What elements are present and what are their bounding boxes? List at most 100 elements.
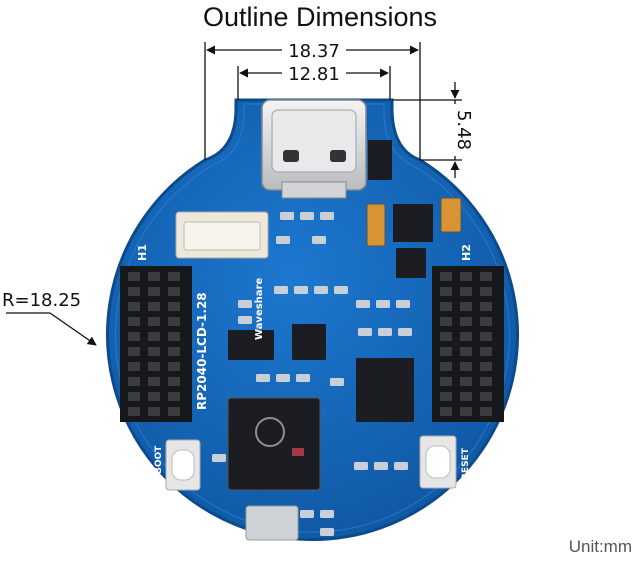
header-pin: [168, 287, 180, 296]
header-pin: [460, 407, 472, 416]
pad: [256, 374, 270, 382]
unit-label: Unit:mm: [568, 537, 632, 556]
header-pin: [440, 287, 452, 296]
pad: [330, 378, 344, 386]
header-h1-label: H1: [136, 244, 149, 261]
page-title: Outline Dimensions: [202, 2, 438, 32]
pad: [320, 212, 334, 220]
header-pin: [480, 287, 492, 296]
header-pin: [460, 347, 472, 356]
board-model-label: RP2040-LCD-1.28: [195, 292, 209, 410]
header-h1: [120, 266, 192, 422]
pad: [274, 286, 288, 294]
header-pin: [480, 347, 492, 356]
connector-width-value: 12.81: [288, 64, 340, 85]
pad: [276, 236, 290, 244]
header-pin: [128, 392, 140, 401]
dimension-radius: R=18.25: [2, 290, 97, 346]
header-pin: [460, 377, 472, 386]
header-pin: [168, 317, 180, 326]
header-pin: [480, 272, 492, 281]
pad: [212, 454, 226, 462]
header-h2-label: H2: [460, 244, 473, 261]
pad: [354, 462, 368, 470]
brand-label: Waveshare: [254, 278, 265, 340]
header-pin: [128, 302, 140, 311]
boot-label: BOOT: [154, 445, 164, 474]
small-chips: [228, 140, 462, 541]
outer-width-value: 18.37: [288, 41, 340, 62]
pad: [294, 286, 308, 294]
header-pin: [440, 272, 452, 281]
pad: [276, 374, 290, 382]
header-pin: [168, 407, 180, 416]
pad: [374, 462, 388, 470]
header-pin: [440, 392, 452, 401]
pad: [314, 286, 328, 294]
header-pin: [148, 362, 160, 371]
pad: [300, 510, 314, 518]
pad: [396, 300, 410, 308]
pad: [280, 212, 294, 220]
usb-c-connector: [261, 99, 367, 199]
pad: [394, 462, 408, 470]
header-pin: [480, 317, 492, 326]
header-pin: [128, 317, 140, 326]
pad: [358, 328, 372, 336]
header-pin: [168, 362, 180, 371]
pad: [398, 328, 412, 336]
battery-connector: [175, 211, 269, 259]
pad: [356, 300, 370, 308]
header-pin: [460, 392, 472, 401]
header-pin: [460, 272, 472, 281]
header-pin: [440, 347, 452, 356]
header-pin: [128, 287, 140, 296]
header-pin: [440, 377, 452, 386]
header-pin: [128, 377, 140, 386]
header-pin: [168, 332, 180, 341]
pad: [238, 316, 252, 324]
pad: [300, 212, 314, 220]
pad: [312, 236, 326, 244]
pad: [376, 300, 390, 308]
header-pin: [148, 347, 160, 356]
header-pin: [440, 407, 452, 416]
header-pin: [480, 377, 492, 386]
passive-pads: [212, 212, 412, 536]
pad: [238, 300, 252, 308]
dimension-outer-width: 18.37: [204, 40, 421, 160]
header-pin: [128, 407, 140, 416]
reset-button: [419, 435, 457, 489]
header-pin: [480, 407, 492, 416]
connector-height-value: 5.48: [453, 110, 474, 150]
header-pin: [148, 272, 160, 281]
header-pin: [460, 287, 472, 296]
header-pin: [148, 332, 160, 341]
header-pin: [440, 362, 452, 371]
pad: [378, 328, 392, 336]
header-pin: [168, 392, 180, 401]
pad: [320, 528, 334, 536]
header-pin: [480, 302, 492, 311]
header-pin: [148, 302, 160, 311]
header-pin: [148, 317, 160, 326]
pad: [320, 510, 334, 518]
header-pin: [148, 392, 160, 401]
header-pin: [168, 347, 180, 356]
header-h2: [432, 266, 504, 422]
boot-button: [165, 439, 201, 491]
header-pin: [128, 362, 140, 371]
header-pin: [460, 332, 472, 341]
header-pin: [480, 362, 492, 371]
dimension-connector-height: 5.48: [392, 82, 474, 178]
header-pin: [148, 377, 160, 386]
header-pin: [480, 332, 492, 341]
header-pin: [128, 272, 140, 281]
header-pin: [128, 332, 140, 341]
header-pin: [168, 302, 180, 311]
dimension-connector-width: 12.81: [237, 63, 391, 100]
header-pin: [168, 377, 180, 386]
reset-label: RESET: [461, 447, 471, 480]
radius-value: R=18.25: [2, 290, 81, 311]
